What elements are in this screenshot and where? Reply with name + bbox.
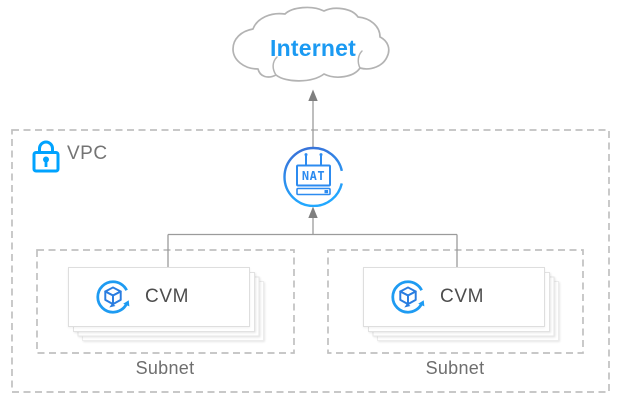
vpc-border — [11, 129, 610, 393]
nat-label: NAT — [302, 169, 325, 183]
cvm-card-stack-left: CVM — [68, 267, 264, 341]
nat-gateway-icon: NAT — [283, 146, 344, 207]
subnet-label-right: Subnet — [425, 358, 485, 378]
cvm-card-right: CVM — [363, 267, 545, 327]
cvm-label: CVM — [440, 286, 485, 307]
internet-cloud-icon — [232, 6, 390, 82]
internet-label: Internet — [270, 35, 356, 61]
vpc-lock-icon — [32, 140, 60, 173]
cvm-icon — [96, 280, 130, 314]
subnet-label-left: Subnet — [135, 358, 195, 378]
arrowhead-nat — [308, 206, 318, 218]
cvm-label: CVM — [145, 286, 190, 307]
vpc-label: VPC — [67, 143, 108, 164]
nat-device-icon — [296, 153, 331, 196]
cvm-card-stack-right: CVM — [363, 267, 559, 341]
subnet-border-right — [327, 249, 584, 354]
cvm-icon — [391, 280, 425, 314]
cvm-card-left: CVM — [68, 267, 250, 327]
subnet-border-left — [36, 249, 295, 354]
arrowhead-internet — [308, 89, 318, 101]
